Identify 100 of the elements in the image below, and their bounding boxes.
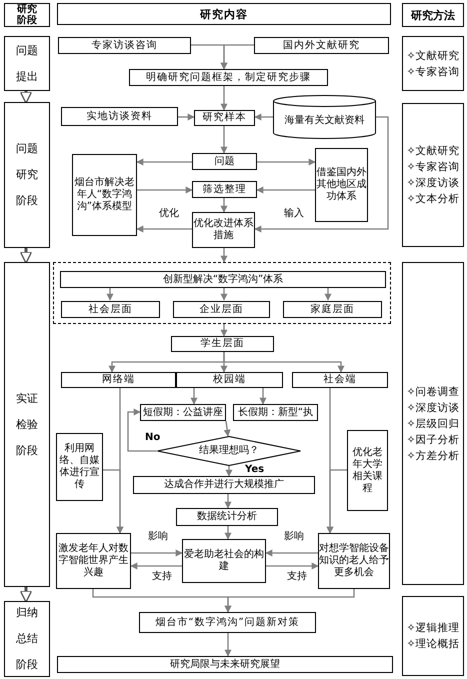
process-box [176, 508, 278, 526]
arrow [256, 186, 315, 194]
arrow [254, 116, 389, 232]
stage-box [4, 102, 50, 248]
block-arrow [20, 587, 32, 603]
arrow [190, 388, 198, 405]
column-heading: 研究阶段 [16, 4, 38, 26]
process-box [57, 656, 393, 673]
arrow [324, 287, 332, 301]
arrow [220, 248, 228, 263]
header-cell [402, 3, 464, 27]
edge-label: 优化 [158, 208, 180, 220]
edge-label: 支持 [286, 571, 308, 583]
process-box [292, 372, 388, 388]
arrow [103, 469, 124, 534]
method-item: ✧专家咨询 [406, 160, 460, 175]
step-text: 对想学智能设备知识的老人给予更多机会 [319, 543, 389, 579]
step-text: 家庭层面 [310, 304, 354, 316]
method-item: ✧文献研究 [406, 144, 460, 159]
process-box [347, 430, 388, 511]
block-arrow [20, 248, 32, 264]
arrow [220, 44, 254, 70]
step-text: 实地访谈资料 [86, 110, 152, 122]
process-box [173, 301, 270, 318]
dashed-group-box [53, 262, 391, 324]
step-text: 社会层面 [88, 304, 132, 316]
arrow [178, 114, 195, 120]
process-box [72, 154, 137, 236]
process-box [283, 301, 382, 318]
step-text: 社会端 [324, 374, 356, 386]
arrow [266, 562, 319, 570]
process-box [61, 301, 160, 318]
step-text: 明确研究问题框架，制定研究步骤 [146, 72, 311, 84]
arrow [254, 114, 273, 120]
step-text: 长假期：新型“执 [238, 406, 314, 418]
process-box [182, 539, 266, 583]
method-box [402, 36, 464, 91]
method-item: ✧深度访谈 [406, 400, 460, 416]
process-box [318, 533, 390, 589]
process-box [171, 336, 274, 352]
step-text: 研究局限与未来研究展望 [170, 658, 280, 670]
arrow [220, 86, 228, 111]
stage-box [4, 36, 50, 91]
stage-box [4, 601, 50, 677]
step-text: 利用网络、自媒体进行宣传 [58, 443, 100, 491]
step-text: 激发老年人对数字智能世界产生兴趣 [58, 543, 130, 579]
arrow [224, 420, 231, 437]
step-text: 借鉴国内外其他地区成功体系 [316, 167, 367, 203]
edge-label: 支持 [151, 571, 173, 583]
method-item: ✧理论概括 [406, 637, 460, 652]
process-box [254, 37, 389, 54]
method-item: ✧方差分析 [406, 448, 460, 464]
process-box [61, 107, 178, 126]
step-text: 优化老年大学相关课程 [352, 446, 384, 494]
process-box [61, 372, 176, 388]
step-text: 优化改进体系措施 [193, 218, 254, 242]
step-text: 海量有关文献资料 [284, 115, 364, 127]
step-text: 爱老助老社会的构建 [183, 549, 265, 573]
block-arrow [20, 91, 32, 104]
step-text: 网络端 [102, 374, 135, 386]
step-text: 结果理想吗？ [199, 445, 259, 457]
step-text: 企业层面 [200, 304, 244, 316]
step-text: 校园端 [213, 374, 246, 386]
step-text: 学生层面 [200, 338, 244, 350]
step-text: 专家访谈咨询 [92, 40, 158, 52]
arrow [226, 466, 232, 477]
arrow [223, 352, 344, 373]
method-box [402, 103, 464, 247]
column-heading: 研究内容 [200, 8, 248, 20]
method-box [402, 596, 464, 676]
process-box [176, 372, 283, 388]
process-box [233, 404, 318, 421]
step-text: 数据统计分析 [197, 511, 257, 523]
process-box [194, 110, 255, 126]
process-box [139, 612, 316, 633]
process-box [133, 476, 315, 494]
header-cell [57, 3, 391, 25]
process-box [56, 533, 131, 589]
edge-label: 影响 [147, 531, 169, 543]
stage-label: 实证检验阶段 [14, 390, 39, 458]
step-text: 问题 [214, 156, 234, 168]
method-item: ✧层级回归 [406, 416, 460, 432]
arrow [257, 158, 316, 166]
process-box [58, 37, 191, 54]
arrow [260, 388, 266, 405]
method-item: ✧文本分析 [406, 192, 460, 207]
method-item: ✧因子分析 [406, 432, 460, 448]
step-text: 创新型解决“数字鸿沟”体系 [162, 274, 284, 286]
stage-box [4, 262, 50, 587]
step-text: 国内外文献研究 [283, 40, 360, 52]
process-box [192, 153, 257, 170]
method-item: ✧文献研究 [406, 48, 460, 64]
method-item: ✧逻辑推理 [406, 621, 460, 636]
edge-label: 输入 [283, 208, 305, 220]
arrow [131, 550, 183, 556]
process-box [56, 433, 103, 501]
step-text: 达成合作并进行大规模推广 [164, 479, 284, 491]
step-text: 筛选整理 [202, 184, 246, 196]
arrow [224, 494, 232, 509]
arrow [220, 287, 228, 301]
